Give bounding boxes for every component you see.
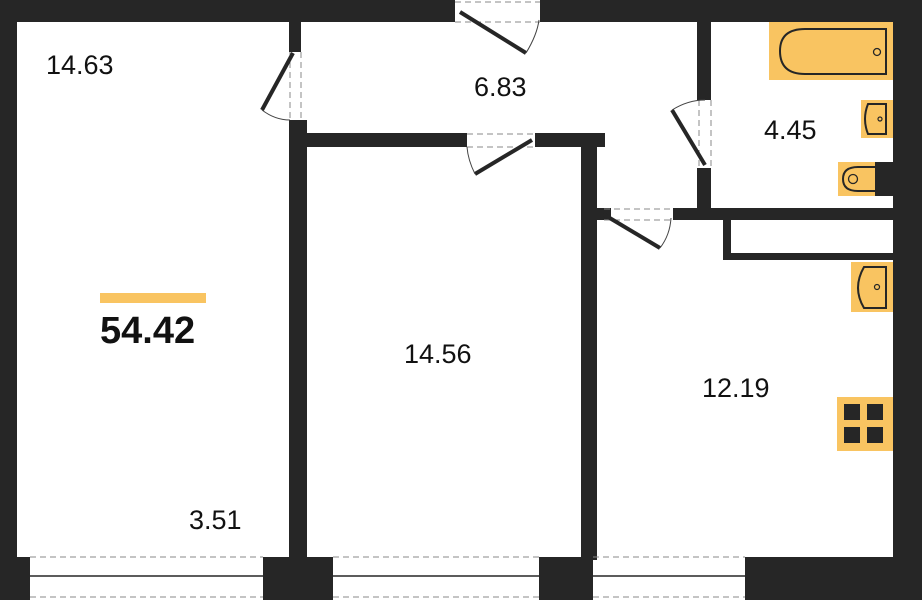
- stove-icon: [837, 397, 893, 451]
- total-area: 54.42: [100, 310, 196, 352]
- total-area-accent-bar: [100, 293, 206, 303]
- doors: [260, 1, 712, 250]
- windows: [30, 556, 745, 598]
- room-area-middle-room: 14.56: [404, 339, 472, 369]
- room-area-balcony: 3.51: [189, 505, 242, 535]
- room-area-left-room: 14.63: [46, 50, 114, 80]
- bathtub-icon: [769, 22, 893, 80]
- toilet-icon: [838, 162, 893, 196]
- kitchen-sink-icon: [851, 262, 893, 312]
- room-area-kitchen: 12.19: [702, 373, 770, 403]
- room-area-bathroom: 4.45: [764, 115, 817, 145]
- bathroom-sink-icon: [861, 100, 893, 138]
- room-area-hallway: 6.83: [474, 72, 527, 102]
